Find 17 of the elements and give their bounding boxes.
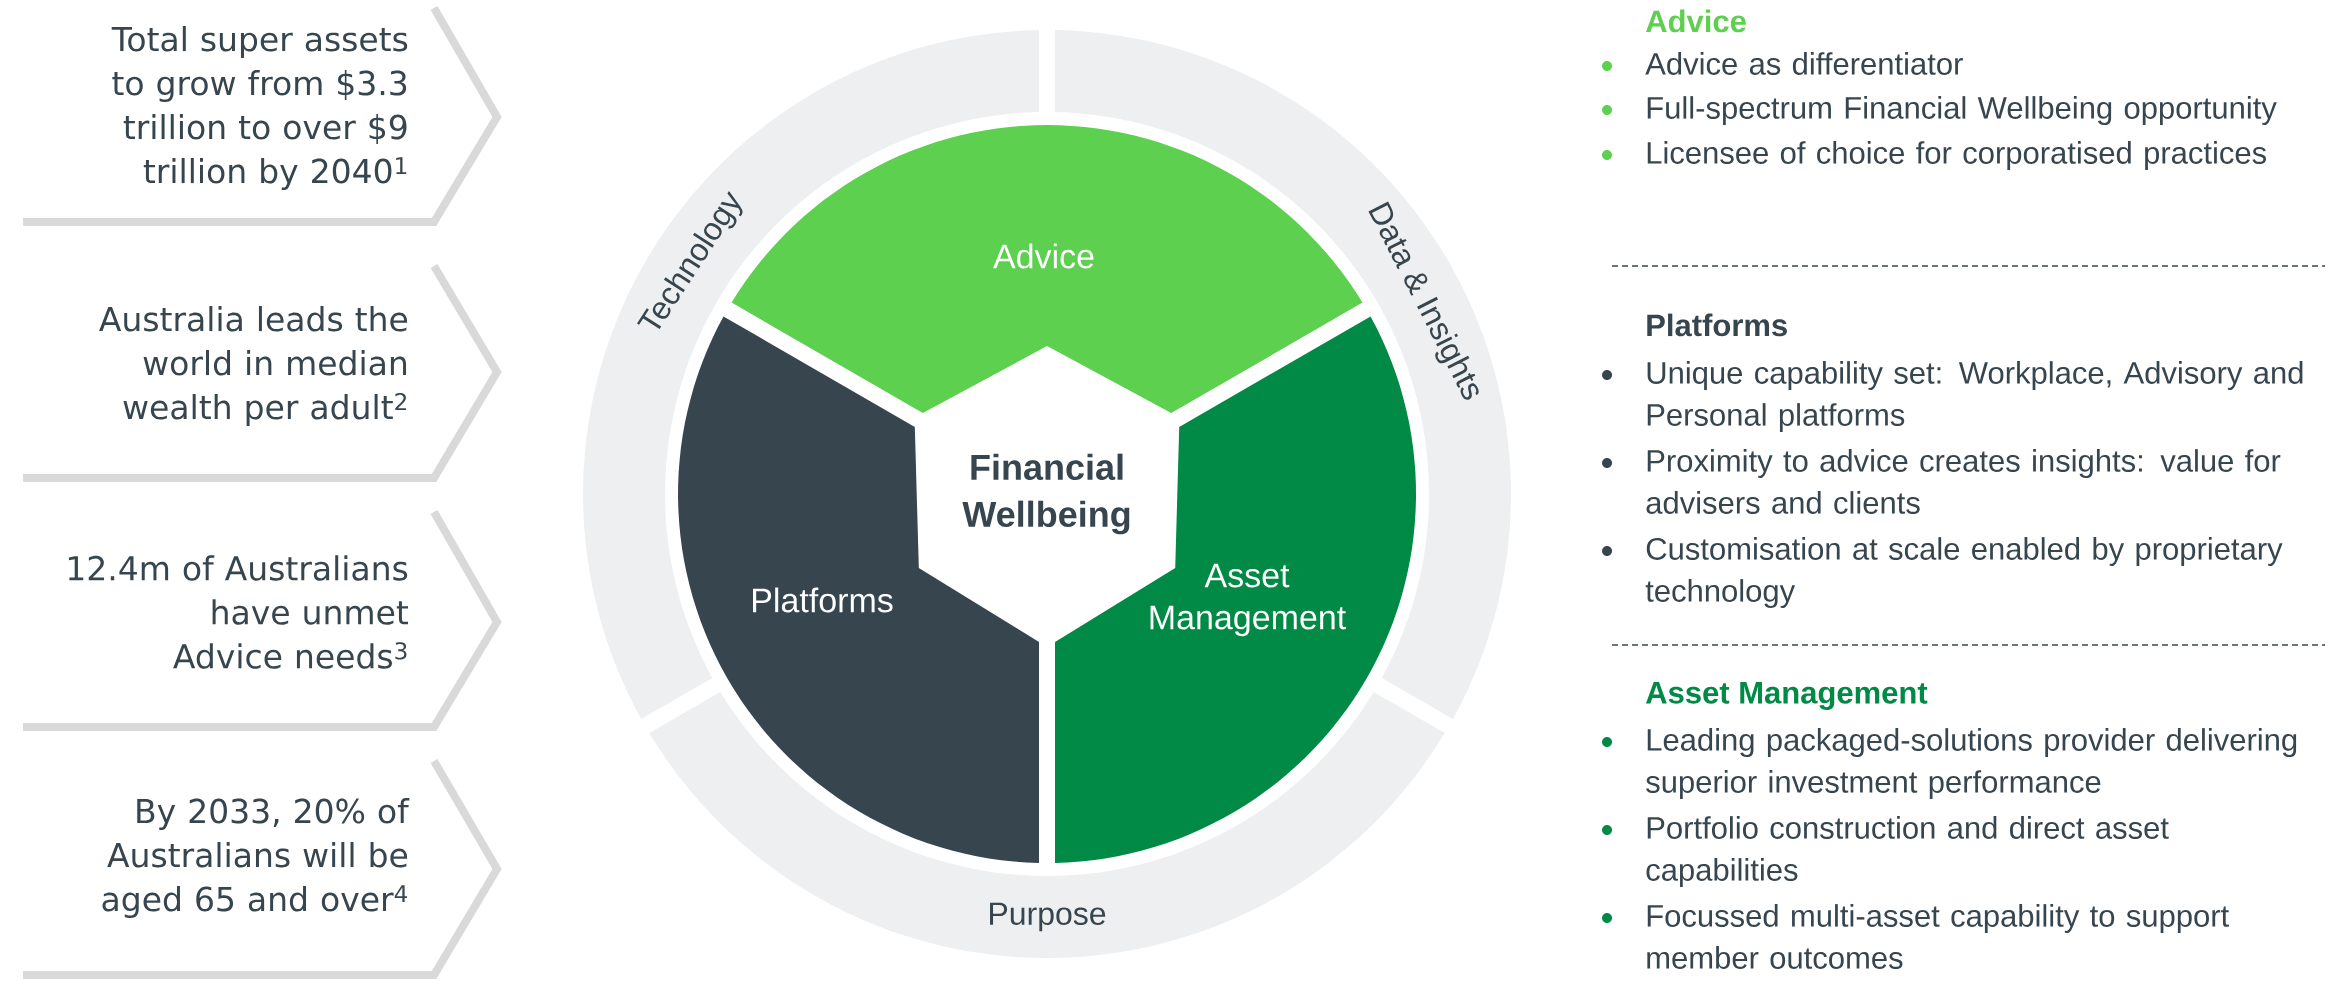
chevron-box: Australia leads the world in median wealth per adult$^{2}$ [23, 263, 502, 482]
bullet-text: Licensee of choice for corporatised practices [1647, 141, 2266, 171]
chevron-box: 12.4m of Australians have unmet Advice needs$^{3}$ [23, 510, 502, 731]
section-heading: Platforms [1647, 313, 1787, 337]
bullet-text: Leading packaged-solutions provider delivering superior investment performance [1646, 728, 2297, 800]
bullet-text: Advice as differentiator [1645, 52, 1963, 75]
section-heading: Advice [1646, 9, 1746, 33]
chevron-box: Total super assets to grow from $3.3 trillion to over $9 trillion by 2040$^{1}$ [23, 6, 502, 226]
bullet-text: Portfolio construction and direct asset capabilities [1646, 816, 2169, 888]
chevron-box: By 2033, 20% of Australians will be aged 65 and over$^{4}$ [23, 759, 502, 979]
ring-segment: Purpose [649, 691, 1445, 958]
bullet-text: Proximity to advice creates insights: value for advisers and clients [1646, 449, 2281, 514]
bullet-text: Customisation at scale enabled by proprietary technology [1645, 537, 2283, 609]
section-heading: Asset Management [1646, 682, 1928, 710]
bullet-text: Focussed multi-asset capability to support member outcomes [1647, 904, 2229, 969]
bullet-text: Full-spectrum Financial Wellbeing opportunity [1647, 96, 2277, 126]
bullet-text: Unique capability set: Workplace, Advisory and Personal platforms [1647, 361, 2303, 433]
